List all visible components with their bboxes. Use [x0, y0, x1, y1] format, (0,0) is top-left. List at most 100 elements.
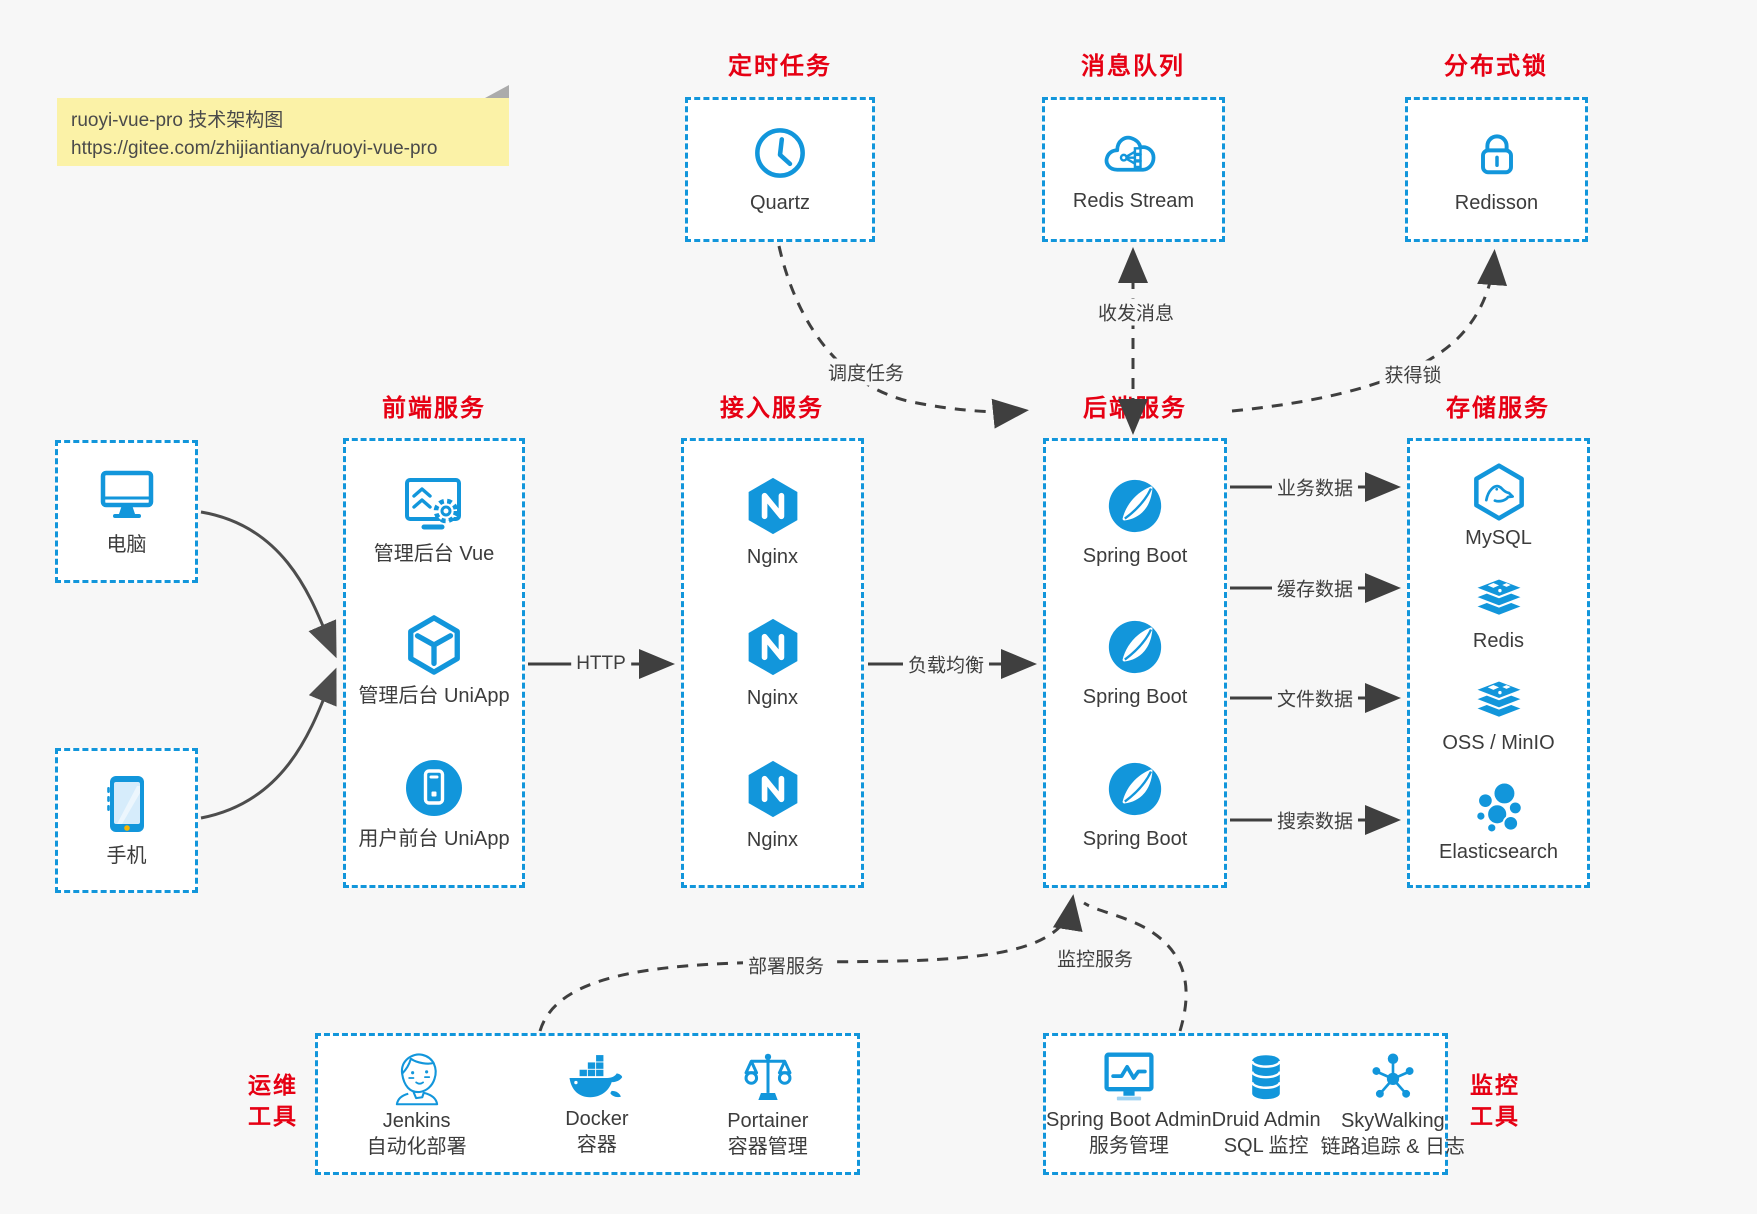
mysql-node: MySQL [1465, 462, 1532, 550]
monitoring-label-line2: 工具 [1470, 1103, 1520, 1130]
phone-client-label: 手机 [106, 845, 147, 867]
monitor-service-edge-label: 监控服务 [1051, 944, 1139, 972]
portainer-node: Portainer 容器管理 [727, 1049, 808, 1159]
quartz-label: Quartz [749, 192, 811, 214]
admin-vue-node: 管理后台 Vue [374, 475, 494, 566]
admin-vue-icon [400, 475, 468, 535]
edge-pc-to-frontend [200, 510, 337, 659]
uniapp-cube-icon [403, 613, 465, 677]
spring-boot-icon [1104, 758, 1166, 820]
redis-label: Redis [1472, 629, 1525, 652]
redis-stream-box: Redis Stream [1042, 97, 1225, 242]
ops-tools-side-label: 运维 工具 [238, 1070, 308, 1132]
druid-icon [1240, 1050, 1292, 1106]
mysql-label: MySQL [1465, 527, 1532, 550]
note-title: ruoyi-vue-pro 技术架构图 [71, 110, 284, 131]
note-fold-corner [485, 85, 509, 98]
ops-label-line2: 工具 [248, 1103, 298, 1130]
mysql-icon [1470, 462, 1528, 522]
docker-icon [564, 1051, 630, 1105]
jenkins-node: Jenkins 自动化部署 [367, 1049, 467, 1159]
spring-boot-label: Spring Boot [1082, 686, 1188, 709]
nginx-label: Nginx [746, 546, 799, 569]
frontend-group-title: 前端服务 [382, 395, 486, 422]
user-uniapp-node: 用户前台 UniApp [358, 756, 510, 851]
docker-desc: 容器 [576, 1134, 617, 1156]
nginx-node: Nginx [743, 474, 803, 569]
nginx-label: Nginx [746, 687, 799, 710]
admin-uniapp-node: 管理后台 UniApp [358, 613, 510, 708]
http-edge-label: HTTP [571, 653, 631, 675]
gateway-box: Nginx Nginx Nginx [681, 438, 864, 888]
redis-node: Redis [1469, 573, 1529, 653]
gateway-group-title: 接入服务 [720, 395, 824, 422]
user-uniapp-label: 用户前台 UniApp [358, 828, 510, 851]
skywalking-name: SkyWalking [1340, 1110, 1445, 1132]
admin-uniapp-label: 管理后台 UniApp [358, 685, 510, 708]
business-data-edge-label: 业务数据 [1271, 473, 1359, 501]
nginx-node: Nginx [743, 615, 803, 710]
sticky-note: ruoyi-vue-pro 技术架构图 https://gitee.com/zh… [57, 85, 509, 166]
spring-boot-admin-icon [1099, 1050, 1159, 1106]
spring-boot-label: Spring Boot [1082, 545, 1188, 568]
phone-client-box: 手机 [55, 748, 198, 893]
pc-client-label: 电脑 [106, 534, 147, 556]
oss-minio-label: OSS / MinIO [1442, 732, 1555, 755]
spring-boot-node: Spring Boot [1082, 616, 1188, 709]
note-url: https://gitee.com/zhijiantianya/ruoyi-vu… [71, 137, 438, 159]
backend-box: Spring Boot Spring Boot Spring Boot [1043, 438, 1227, 888]
redisson-box: Redisson [1405, 97, 1588, 242]
nginx-node: Nginx [743, 757, 803, 852]
lock-icon [1469, 124, 1525, 182]
redis-icon [1469, 573, 1529, 625]
file-data-edge-label: 文件数据 [1271, 684, 1359, 712]
docker-name: Docker [565, 1108, 629, 1130]
lock-group-title: 分布式锁 [1444, 53, 1548, 80]
redisson-label: Redisson [1454, 192, 1539, 214]
jenkins-desc: 自动化部署 [366, 1136, 467, 1158]
edge-schedule-task-arrow [777, 245, 1029, 429]
spring-boot-admin-node: Spring Boot Admin 服务管理 [1046, 1050, 1212, 1158]
send-receive-message-edge-label: 收发消息 [1092, 298, 1180, 326]
user-app-icon [402, 756, 466, 820]
oss-icon [1469, 675, 1529, 727]
spring-boot-admin-desc: 服务管理 [1088, 1135, 1169, 1157]
clock-icon [751, 124, 809, 182]
portainer-icon [739, 1049, 797, 1107]
druid-node: Druid Admin SQL 监控 [1212, 1050, 1321, 1158]
spring-boot-node: Spring Boot [1082, 758, 1188, 851]
skywalking-icon [1365, 1049, 1421, 1107]
elasticsearch-label: Elasticsearch [1439, 840, 1558, 863]
search-data-edge-label: 搜索数据 [1271, 806, 1359, 834]
scheduler-group-title: 定时任务 [728, 53, 832, 80]
jenkins-icon [389, 1049, 445, 1107]
load-balance-edge-label: 负载均衡 [902, 650, 990, 678]
mq-group-title: 消息队列 [1081, 53, 1185, 80]
monitoring-tools-box: Spring Boot Admin 服务管理 Druid Admin SQL 监… [1043, 1033, 1465, 1175]
cache-data-edge-label: 缓存数据 [1271, 574, 1359, 602]
admin-vue-label: 管理后台 Vue [373, 542, 495, 565]
acquire-lock-edge-label: 获得锁 [1379, 360, 1447, 388]
storage-group-title: 存储服务 [1446, 395, 1550, 422]
pc-client-box: 电脑 [55, 440, 198, 583]
spring-boot-label: Spring Boot [1082, 827, 1188, 850]
spring-boot-node: Spring Boot [1082, 475, 1188, 568]
spring-boot-icon [1104, 475, 1166, 537]
oss-minio-node: OSS / MinIO [1442, 675, 1555, 755]
docker-node: Docker 容器 [564, 1051, 630, 1157]
edge-phone-to-frontend [200, 667, 337, 820]
skywalking-desc: 链路追踪 & 日志 [1320, 1136, 1466, 1158]
ops-tools-box: Jenkins 自动化部署 Docker 容器 [315, 1033, 860, 1175]
monitoring-label-line1: 监控 [1470, 1072, 1520, 1098]
cloud-stream-icon [1099, 126, 1169, 180]
redis-stream-label: Redis Stream [1072, 190, 1195, 212]
elasticsearch-icon [1470, 778, 1528, 836]
portainer-name: Portainer [727, 1110, 809, 1132]
skywalking-node: SkyWalking 链路追踪 & 日志 [1321, 1049, 1465, 1159]
portainer-desc: 容器管理 [727, 1136, 808, 1158]
schedule-task-edge-label: 调度任务 [822, 358, 910, 386]
quartz-box: Quartz [685, 97, 875, 242]
jenkins-name: Jenkins [382, 1110, 451, 1132]
nginx-icon [743, 615, 803, 679]
